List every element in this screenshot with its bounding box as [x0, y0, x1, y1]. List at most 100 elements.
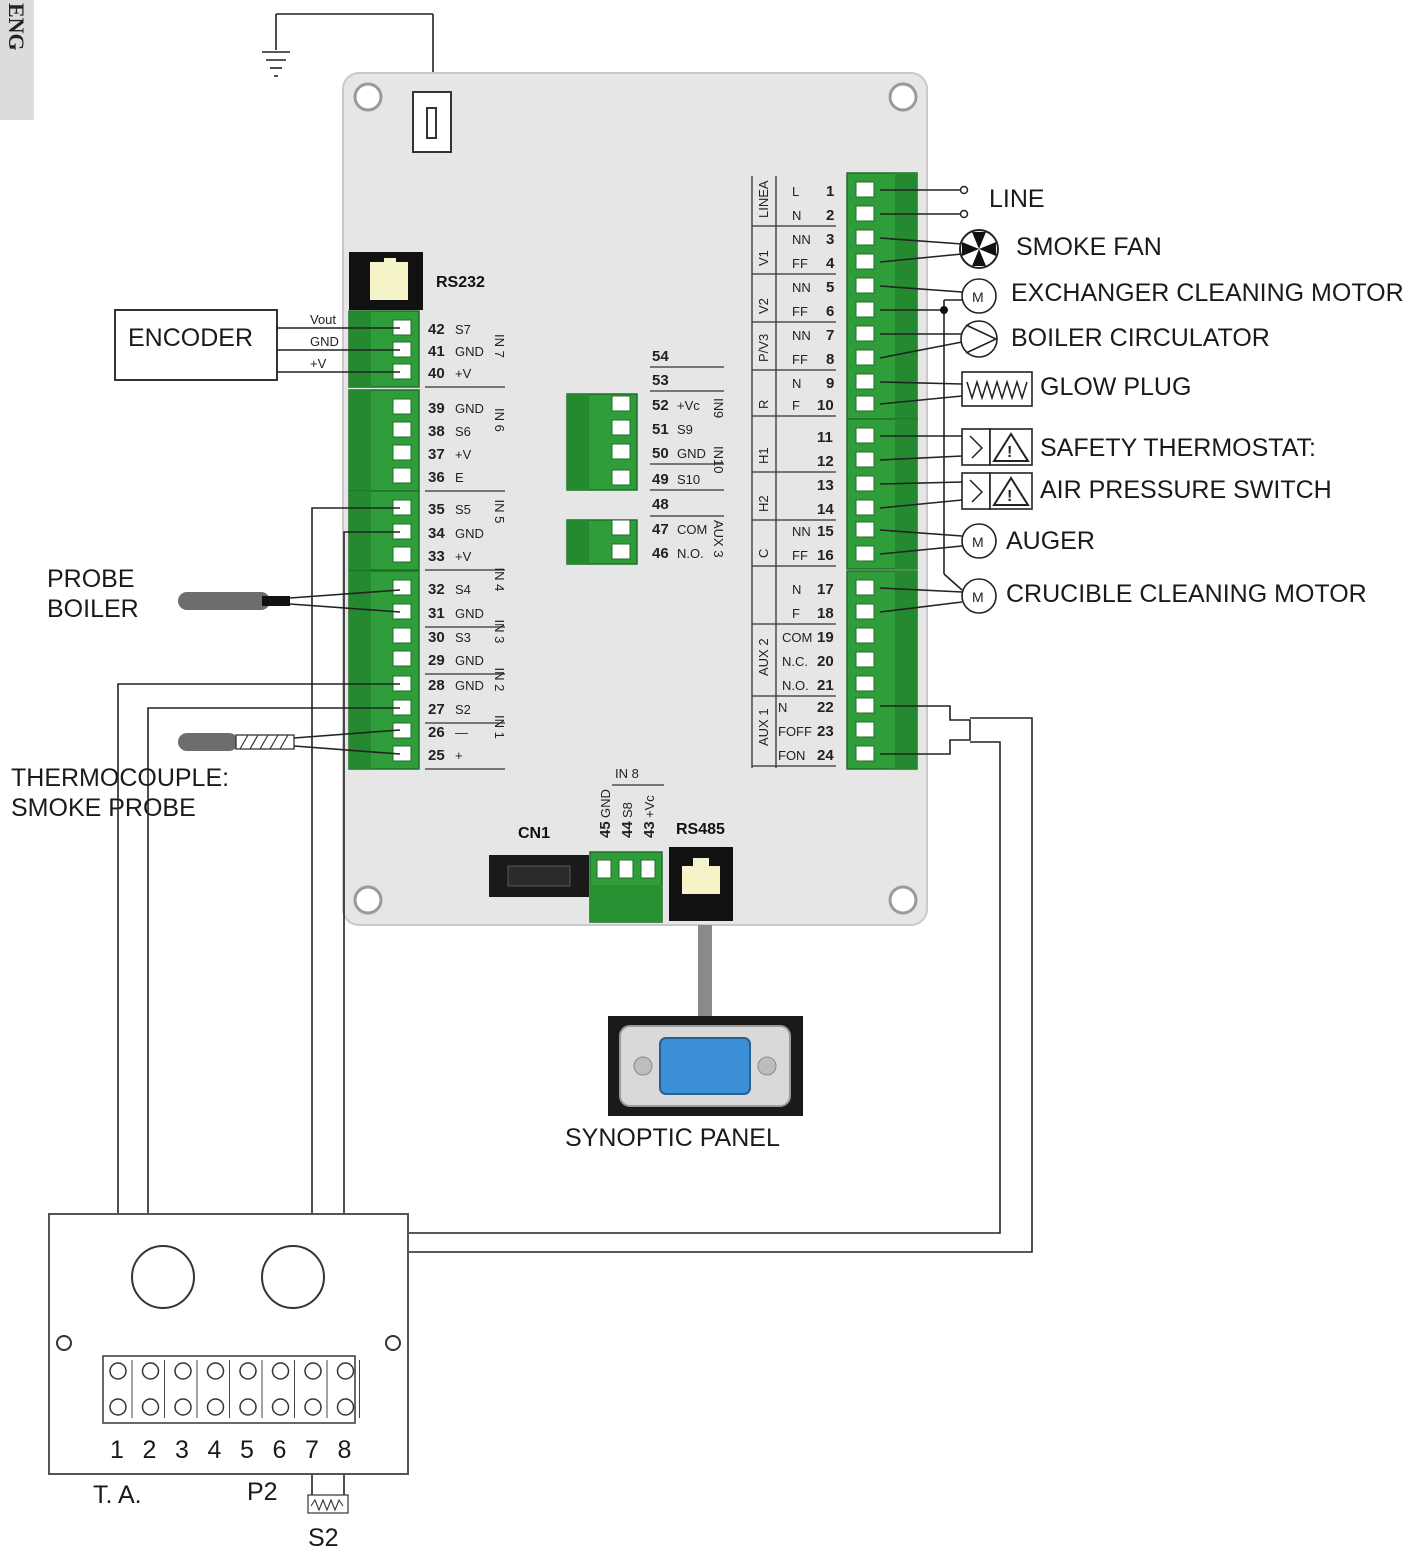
- right-terminal-number: 7: [826, 327, 834, 344]
- svg-text:M: M: [972, 289, 984, 305]
- air-pressure-switch-icon: !: [961, 472, 1033, 510]
- panel-cable: [698, 925, 712, 1017]
- right-terminal-signal: N: [792, 582, 801, 597]
- left-terminal-signal: GND: [455, 344, 484, 359]
- label-exchanger-motor: EXCHANGER CLEANING MOTOR: [1011, 279, 1404, 307]
- probe-label-line1: PROBE: [47, 565, 135, 593]
- right-terminal-number: 15: [817, 523, 834, 540]
- right-group-label: P/V3: [756, 334, 771, 362]
- right-terminal-number: 20: [817, 653, 834, 670]
- right-terminal-number: 11: [817, 429, 833, 446]
- terminal-screw-top: [239, 1362, 257, 1380]
- in8-terminal-block: [589, 851, 663, 923]
- terminal-screw-top: [336, 1362, 355, 1380]
- right-terminal-number: 22: [817, 699, 834, 716]
- encoder-box: [114, 309, 278, 381]
- mid-terminal-screw: [611, 395, 631, 412]
- right-terminal-signal: FON: [778, 748, 805, 763]
- right-terminal-screw: [855, 349, 875, 366]
- right-group-label: R: [756, 400, 771, 409]
- right-terminal-screw: [855, 603, 875, 620]
- control-board: [342, 72, 928, 926]
- left-terminal-screw: [392, 627, 412, 644]
- right-terminal-number: 12: [817, 453, 834, 470]
- left-terminal-signal: E: [455, 470, 464, 485]
- left-terminal-number: 31: [428, 605, 445, 622]
- right-terminal-screw: [855, 545, 875, 562]
- right-terminal-screw: [855, 521, 875, 538]
- right-terminal-screw: [855, 229, 875, 246]
- label-glow-plug: GLOW PLUG: [1040, 373, 1191, 401]
- terminal-screw-bottom: [109, 1398, 127, 1416]
- right-terminal-signal: N: [792, 208, 801, 223]
- mid-terminal-number: 53: [652, 372, 669, 389]
- terminal-block-number: 8: [338, 1436, 352, 1464]
- right-device-wires: [879, 189, 963, 613]
- ta-p2-block: [48, 1213, 409, 1475]
- left-terminal-signal: +V: [455, 366, 472, 381]
- right-group-label: AUX 2: [756, 638, 771, 676]
- left-terminal-screw: [392, 579, 412, 596]
- terminal-block-number: 3: [175, 1436, 189, 1464]
- right-terminal-signal: N.C.: [782, 654, 808, 669]
- right-terminal-number: 10: [817, 397, 834, 414]
- auger-motor-icon: M: [961, 523, 997, 559]
- mid-terminal-screw: [611, 443, 631, 460]
- mid-terminal-screw: [611, 419, 631, 436]
- label-line: LINE: [989, 185, 1045, 213]
- left-group-label: IN 7: [492, 334, 507, 358]
- right-terminal-number: 17: [817, 581, 834, 598]
- right-terminal-signal: L: [792, 184, 799, 199]
- label-smoke-fan: SMOKE FAN: [1016, 233, 1162, 261]
- right-terminal-number: 8: [826, 351, 834, 368]
- terminal-block-number: 5: [240, 1436, 254, 1464]
- label-boiler-circulator: BOILER CIRCULATOR: [1011, 324, 1270, 352]
- mid-terminal-number: 47: [652, 521, 669, 538]
- earth-connector: [412, 91, 452, 153]
- left-terminal-number: 40: [428, 365, 445, 382]
- left-terminal-signal: GND: [455, 526, 484, 541]
- left-terminal-number: 37: [428, 446, 445, 463]
- mid-terminal-signal: S10: [677, 472, 700, 487]
- encoder-v-label: +V: [310, 356, 327, 371]
- left-terminal-signal: GND: [455, 606, 484, 621]
- left-group-label: IN 4: [492, 568, 507, 592]
- mid-terminal-screw: [611, 519, 631, 536]
- terminal-screw-top: [174, 1362, 192, 1380]
- rs485-label: RS485: [676, 821, 725, 838]
- right-terminal-number: 4: [826, 255, 835, 272]
- right-terminal-screw: [855, 651, 875, 668]
- right-terminal-signal: N.O.: [782, 678, 809, 693]
- in8-pin-signal: +Vc: [642, 795, 657, 818]
- left-terminal-number: 33: [428, 548, 445, 565]
- safety-thermostat-icon: !: [961, 428, 1033, 466]
- label-crucible-motor: CRUCIBLE CLEANING MOTOR: [1006, 580, 1367, 608]
- right-terminal-signal: FF: [792, 304, 808, 319]
- terminal-screw-top: [206, 1362, 225, 1380]
- left-terminal-number: 39: [428, 400, 445, 417]
- terminal-block-number: 2: [143, 1436, 157, 1464]
- right-terminal-number: 9: [826, 375, 834, 392]
- boiler-probe-icon: [178, 589, 401, 613]
- right-terminal-number: 5: [826, 279, 834, 296]
- left-terminal-number: 30: [428, 629, 445, 646]
- terminal-screw-bottom: [336, 1398, 355, 1416]
- right-terminal-screw: [855, 697, 875, 714]
- smoke-fan-icon: [959, 229, 999, 269]
- terminal-screw-bottom: [239, 1398, 257, 1416]
- mid-terminal-number: 54: [652, 348, 669, 365]
- left-terminal-number: 25: [428, 747, 445, 764]
- mid-terminal-signal: +Vc: [677, 398, 700, 413]
- left-group-label: IN 1: [492, 715, 507, 739]
- right-terminal-number: 16: [817, 547, 834, 564]
- right-terminal-signal: F: [792, 606, 800, 621]
- probe-label-line2: BOILER: [47, 595, 139, 623]
- left-terminal-signal: GND: [455, 653, 484, 668]
- terminal-screw-bottom: [174, 1398, 192, 1416]
- left-terminal-number: 35: [428, 501, 445, 518]
- right-block-shade-1: [895, 419, 917, 569]
